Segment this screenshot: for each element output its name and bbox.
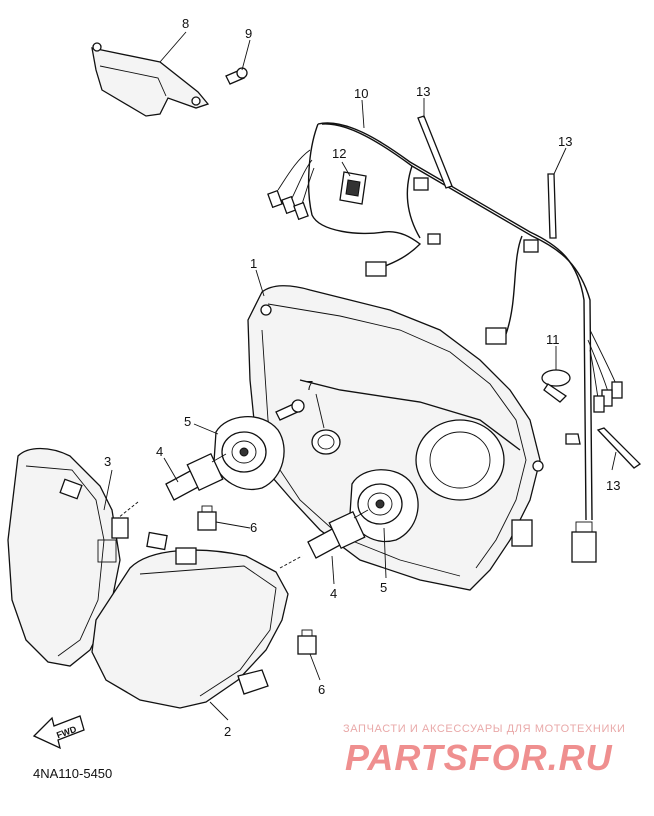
callout-13-lower: 13	[606, 478, 620, 493]
callout-13-top: 13	[416, 84, 430, 99]
adjuster-screw-head	[291, 399, 305, 413]
part-1-headlight-housing	[247, 285, 544, 591]
callout-8: 8	[182, 16, 189, 31]
callout-1: 1	[250, 256, 257, 271]
part-3-lens-left	[7, 447, 129, 667]
small-clip	[565, 433, 581, 445]
part-11-clamp	[541, 369, 571, 403]
part-9-screw	[225, 67, 248, 85]
fwd-arrow-icon: FWD	[32, 715, 85, 750]
part-4-bulb-lower	[307, 509, 369, 559]
part-5-socket-upper	[213, 416, 285, 490]
callout-11: 11	[546, 332, 560, 347]
callout-7: 7	[306, 378, 313, 393]
part-8-lamp-lens	[91, 42, 210, 117]
callout-10: 10	[354, 86, 368, 101]
callout-9: 9	[245, 26, 252, 41]
part-4-bulb-upper	[165, 452, 227, 501]
leader-lines	[103, 31, 617, 721]
callout-2: 2	[224, 724, 231, 739]
part-12-relay	[339, 171, 367, 205]
callout-6-upper: 6	[250, 520, 257, 535]
callout-13-right: 13	[558, 134, 572, 149]
callout-4-upper: 4	[156, 444, 163, 459]
diagram-code: 4NA110-5450	[33, 766, 113, 781]
callout-5-upper: 5	[184, 414, 191, 429]
part-7-cap	[311, 429, 341, 455]
part-13-cable-ties	[417, 115, 642, 469]
part-6-socket-a	[197, 505, 217, 531]
callout-4-lower: 4	[330, 586, 337, 601]
callout-5-lower: 5	[380, 580, 387, 595]
callout-3: 3	[104, 454, 111, 469]
watermark-logo: PARTSFOR.RU	[345, 737, 613, 778]
callout-6-lower: 6	[318, 682, 325, 697]
watermark-tagline: ЗАПЧАСТИ И АКСЕССУАРЫ ДЛЯ МОТОТЕХНИКИ	[343, 723, 626, 735]
part-10-wire-harness	[267, 122, 623, 563]
callout-12: 12	[332, 146, 346, 161]
part-2-lens-right	[91, 531, 289, 709]
part-6-socket-b	[297, 629, 317, 655]
